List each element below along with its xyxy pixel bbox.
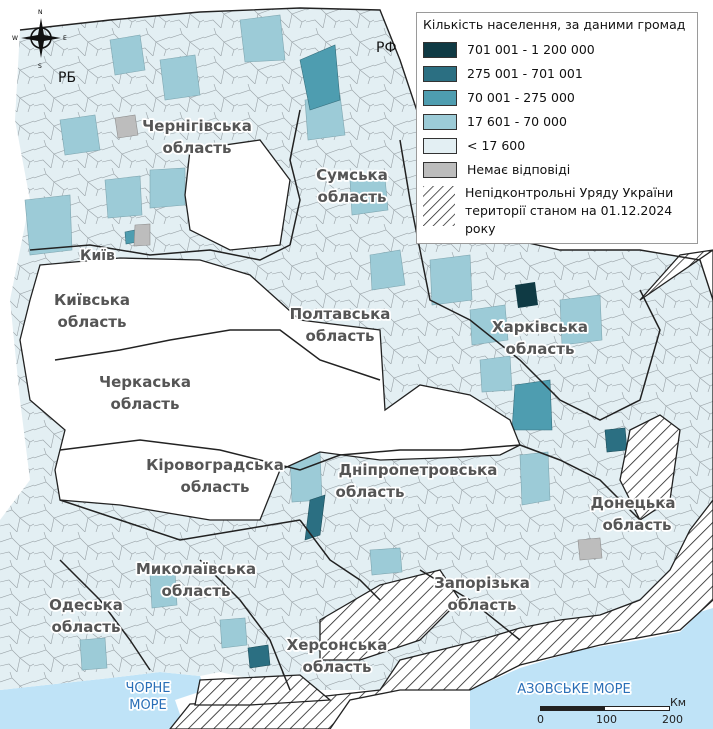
legend-swatch	[423, 42, 457, 58]
scale-bar-graphic	[540, 706, 670, 711]
compass-icon: N S E W	[12, 9, 67, 70]
blank-areas	[19, 139, 521, 521]
legend-item: < 17 600	[423, 134, 691, 158]
legend-label: Немає відповіді	[467, 162, 571, 177]
black-sea	[0, 672, 205, 729]
country-label-belarus: РБ	[58, 70, 76, 86]
compass-w: W	[12, 35, 18, 42]
oblast-label-kherson: Херсонська	[287, 636, 388, 654]
legend-label: < 17 600	[467, 138, 526, 153]
map-legend: Кількість населення, за даними громад 70…	[416, 12, 698, 244]
legend-item: 275 001 - 701 001	[423, 62, 691, 86]
oblast-borders	[29, 109, 661, 691]
legend-swatch	[423, 162, 457, 178]
country-label-russia: РФ	[376, 40, 397, 56]
legend-item: 701 001 - 1 200 000	[423, 38, 691, 62]
legend-label-occupied: Непідконтрольні Уряду України території …	[465, 185, 674, 236]
oblast-label-kirovohrad: Кіровоградська	[146, 456, 284, 474]
legend-swatch-hatch	[423, 186, 455, 226]
legend-label: 275 001 - 701 001	[467, 66, 583, 81]
oblast-label-kyiv: Київська	[54, 291, 130, 309]
occupied-territories	[169, 249, 713, 729]
oblast-label-donetsk: Донецька	[590, 494, 675, 512]
legend-title: Кількість населення, за даними громад	[423, 17, 686, 32]
scale-unit: Км	[670, 696, 687, 709]
compass-s: S	[38, 63, 42, 70]
oblast-label-poltava: Полтавська	[290, 305, 391, 323]
oblast-label-dnipro: Дніпропетровська	[339, 461, 498, 479]
oblast-label-odesa: Одеська	[49, 596, 123, 614]
legend-item: Немає відповіді	[423, 158, 691, 182]
legend-swatch	[423, 66, 457, 82]
oblast-label-sumy: Сумська	[316, 166, 388, 184]
legend-swatch	[423, 114, 457, 130]
legend-label: 70 001 - 275 000	[467, 90, 575, 105]
sea-label-azov: АЗОВСЬКЕ МОРЕ	[517, 682, 630, 697]
compass-n: N	[38, 9, 43, 16]
azov-sea	[470, 608, 713, 729]
state-border	[19, 7, 713, 301]
legend-item: 70 001 - 275 000	[423, 86, 691, 110]
legend-item: 17 601 - 70 000	[423, 110, 691, 134]
oblast-label-cherkasy: Черкаська	[99, 373, 191, 391]
scale-tick-0: 0	[537, 713, 544, 726]
legend-label: 701 001 - 1 200 000	[467, 42, 595, 57]
oblast-label-zaporizhzhia: Запорізька	[434, 574, 530, 592]
oblast-label-chernihiv: Чернігівська	[142, 117, 252, 135]
compass-e: E	[63, 35, 67, 42]
scale-bar: Км 0 100 200	[537, 696, 690, 726]
legend-item-occupied: Непідконтрольні Уряду України території …	[423, 184, 691, 238]
scale-tick-100: 100	[596, 713, 617, 726]
legend-swatch	[423, 138, 457, 154]
sea-label-black-1: ЧОРНЕ	[126, 681, 171, 696]
oblast-label-kharkiv: Харківська	[492, 318, 588, 336]
legend-swatch	[423, 90, 457, 106]
city-label-kyiv: Київ	[80, 248, 115, 264]
oblast-label-mykolaiv: Миколаївська	[136, 560, 256, 578]
legend-label: 17 601 - 70 000	[467, 114, 567, 129]
scale-tick-200: 200	[662, 713, 683, 726]
